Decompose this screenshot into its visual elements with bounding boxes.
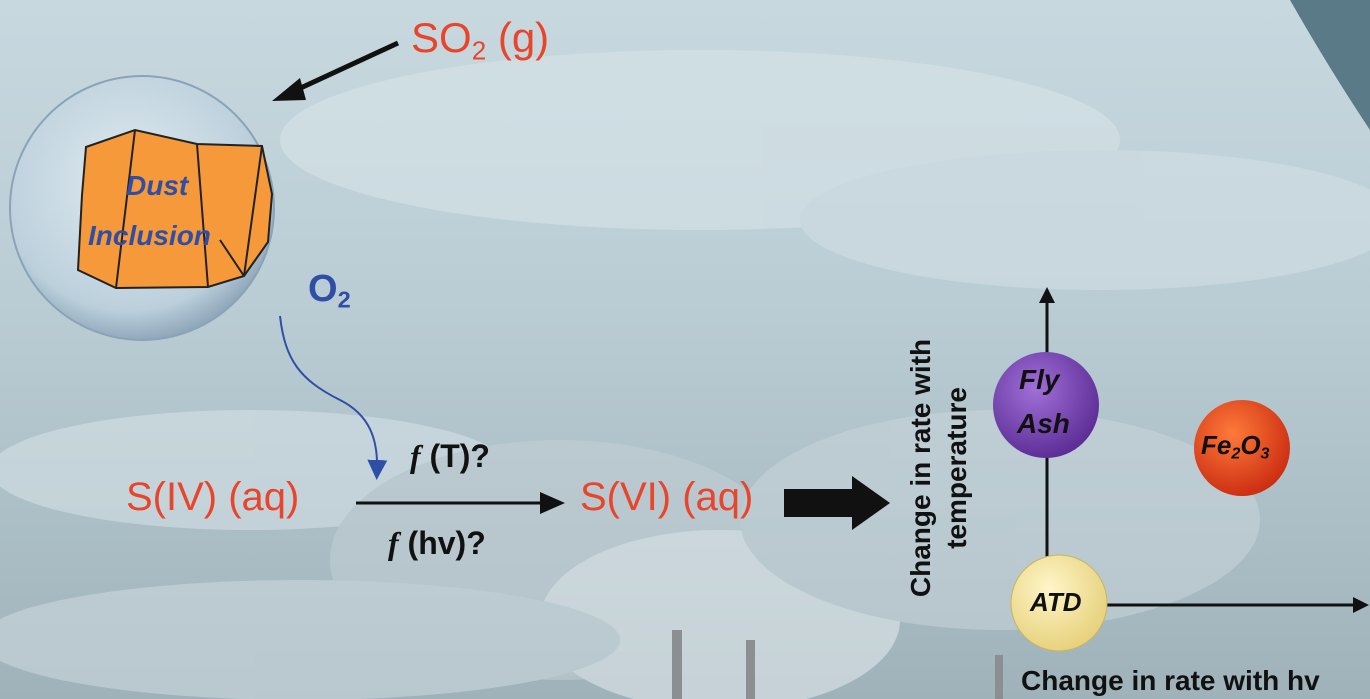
so2-gas-label: SO2 (g) [411,14,550,66]
so2-entry-arrow [272,40,400,101]
atd-marker [1010,554,1108,652]
reactant-label: S(IV) (aq) [126,475,300,519]
fly-ash-label-line1: Fly [1019,364,1060,395]
y-axis-label-line2: temperature [941,387,972,549]
fe2o3-label: Fe2O3 [1201,430,1270,463]
atd-label: ATD [1030,587,1082,617]
fly-ash-label-line2: Ash [1017,408,1070,439]
dust-facet-lines [115,129,263,289]
fly-ash-marker [993,352,1099,458]
o2-label: O2 [308,268,351,313]
y-axis-label-line1: Change in rate with [905,339,936,597]
fe2o3-marker [1194,400,1290,496]
cloud-layer [0,50,1370,699]
block-arrow [784,476,890,530]
y-axis-label: Change in rate with temperature [905,339,972,597]
condition-temperature: f (T)? [410,438,490,474]
dust-inclusion-shape [76,128,274,290]
o2-curved-arrow [279,315,388,480]
corner-accent [1290,0,1370,130]
product-label: S(VI) (aq) [580,475,754,519]
reaction-arrow [356,492,565,514]
smokestacks [672,630,1003,699]
condition-light: f (hv)? [388,525,486,561]
dust-label-line2: Inclusion [88,220,211,251]
dust-label-line1: Dust [126,170,189,201]
x-axis-label: Change in rate with hv [1021,665,1320,696]
